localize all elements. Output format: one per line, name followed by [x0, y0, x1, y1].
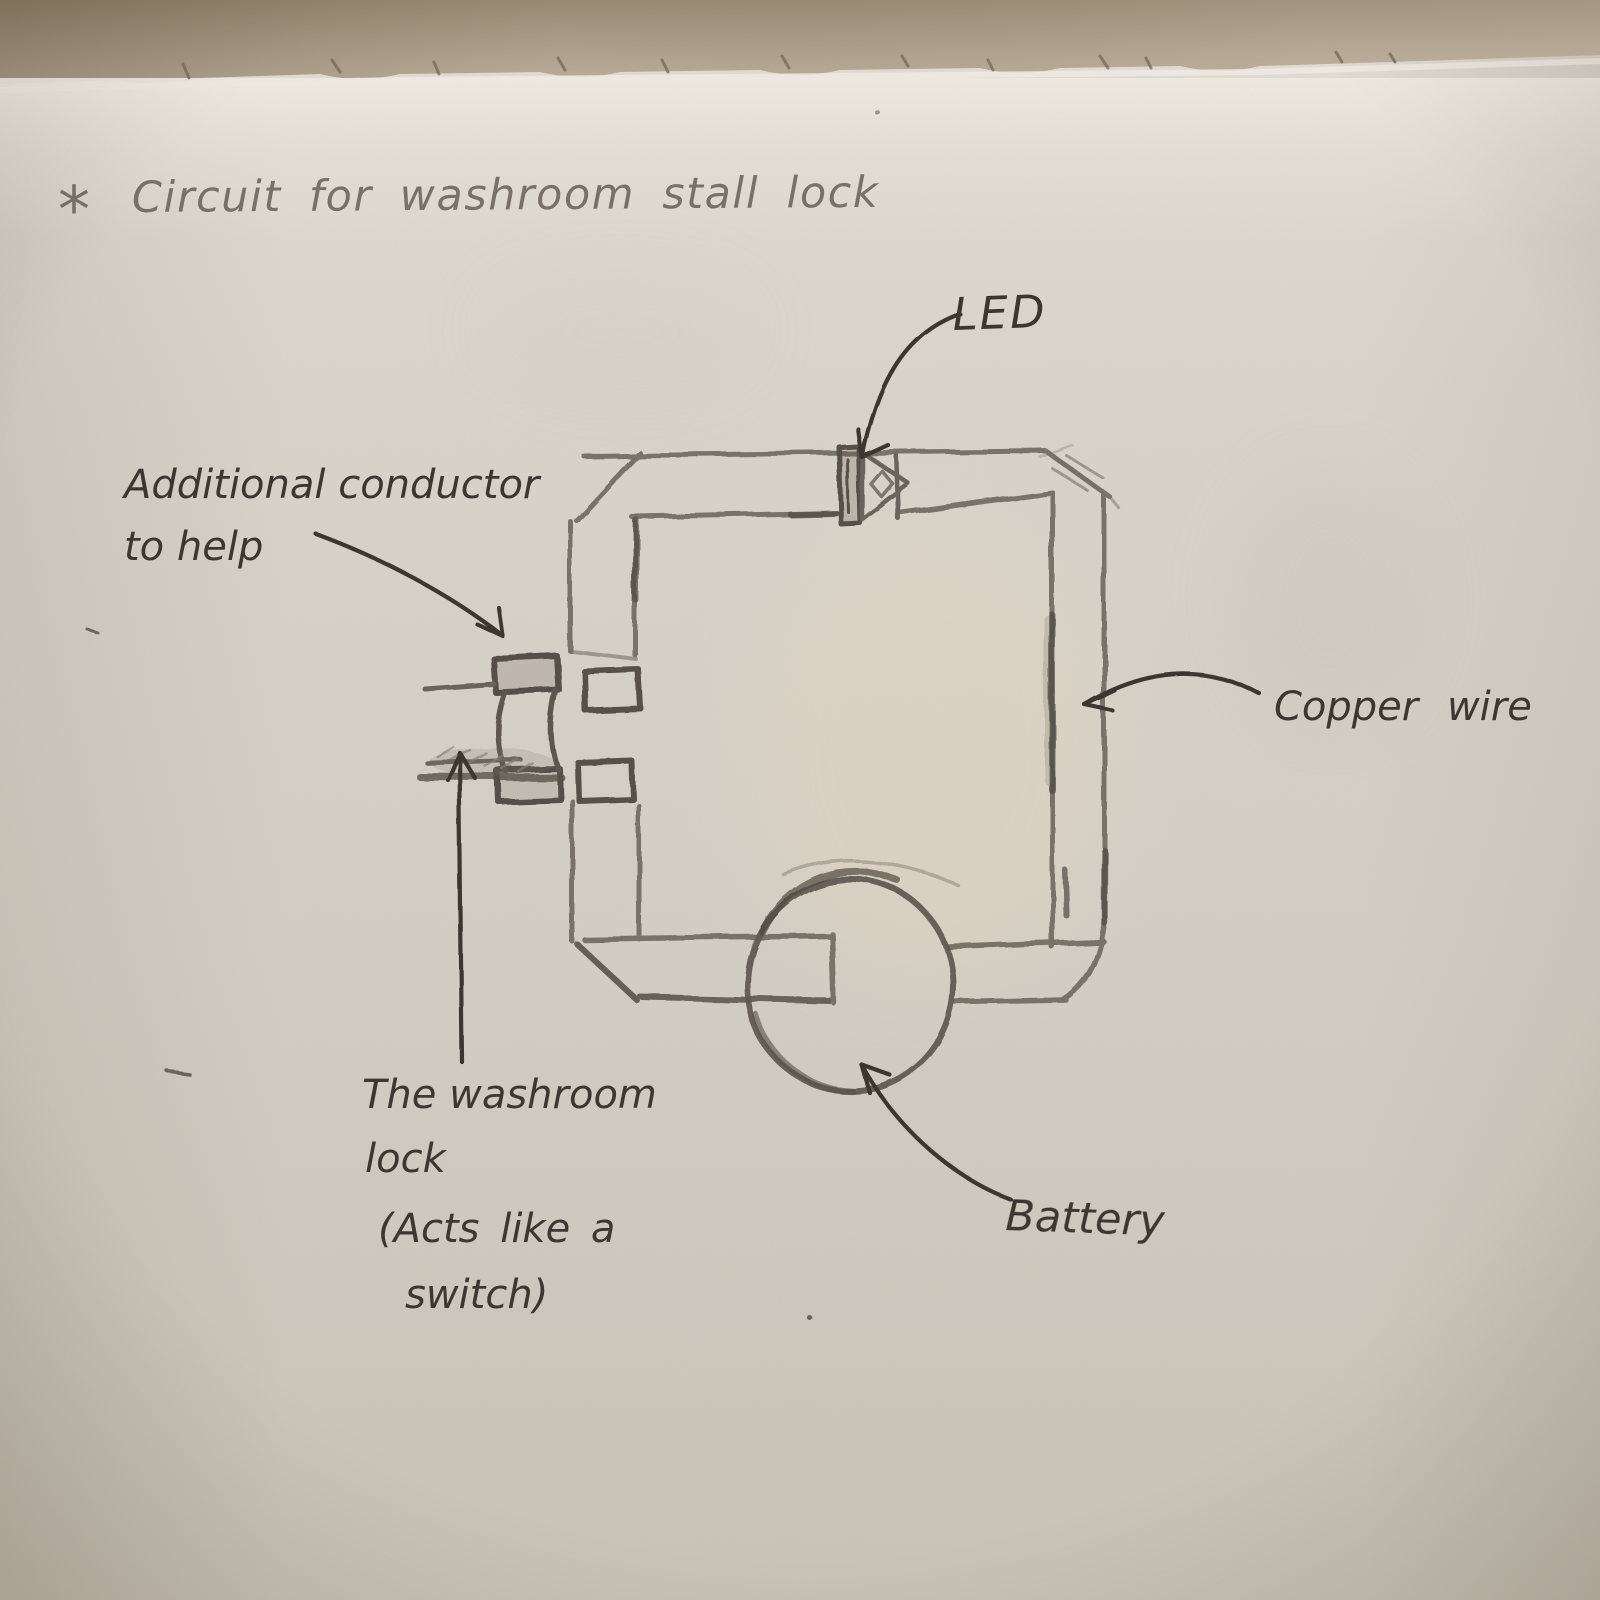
notebook-photo: * Circuit for washroom stall lock LED Ad…: [0, 0, 1600, 1600]
sketch-canvas: * Circuit for washroom stall lock LED Ad…: [0, 0, 1600, 1600]
vignette: [0, 0, 1600, 1600]
